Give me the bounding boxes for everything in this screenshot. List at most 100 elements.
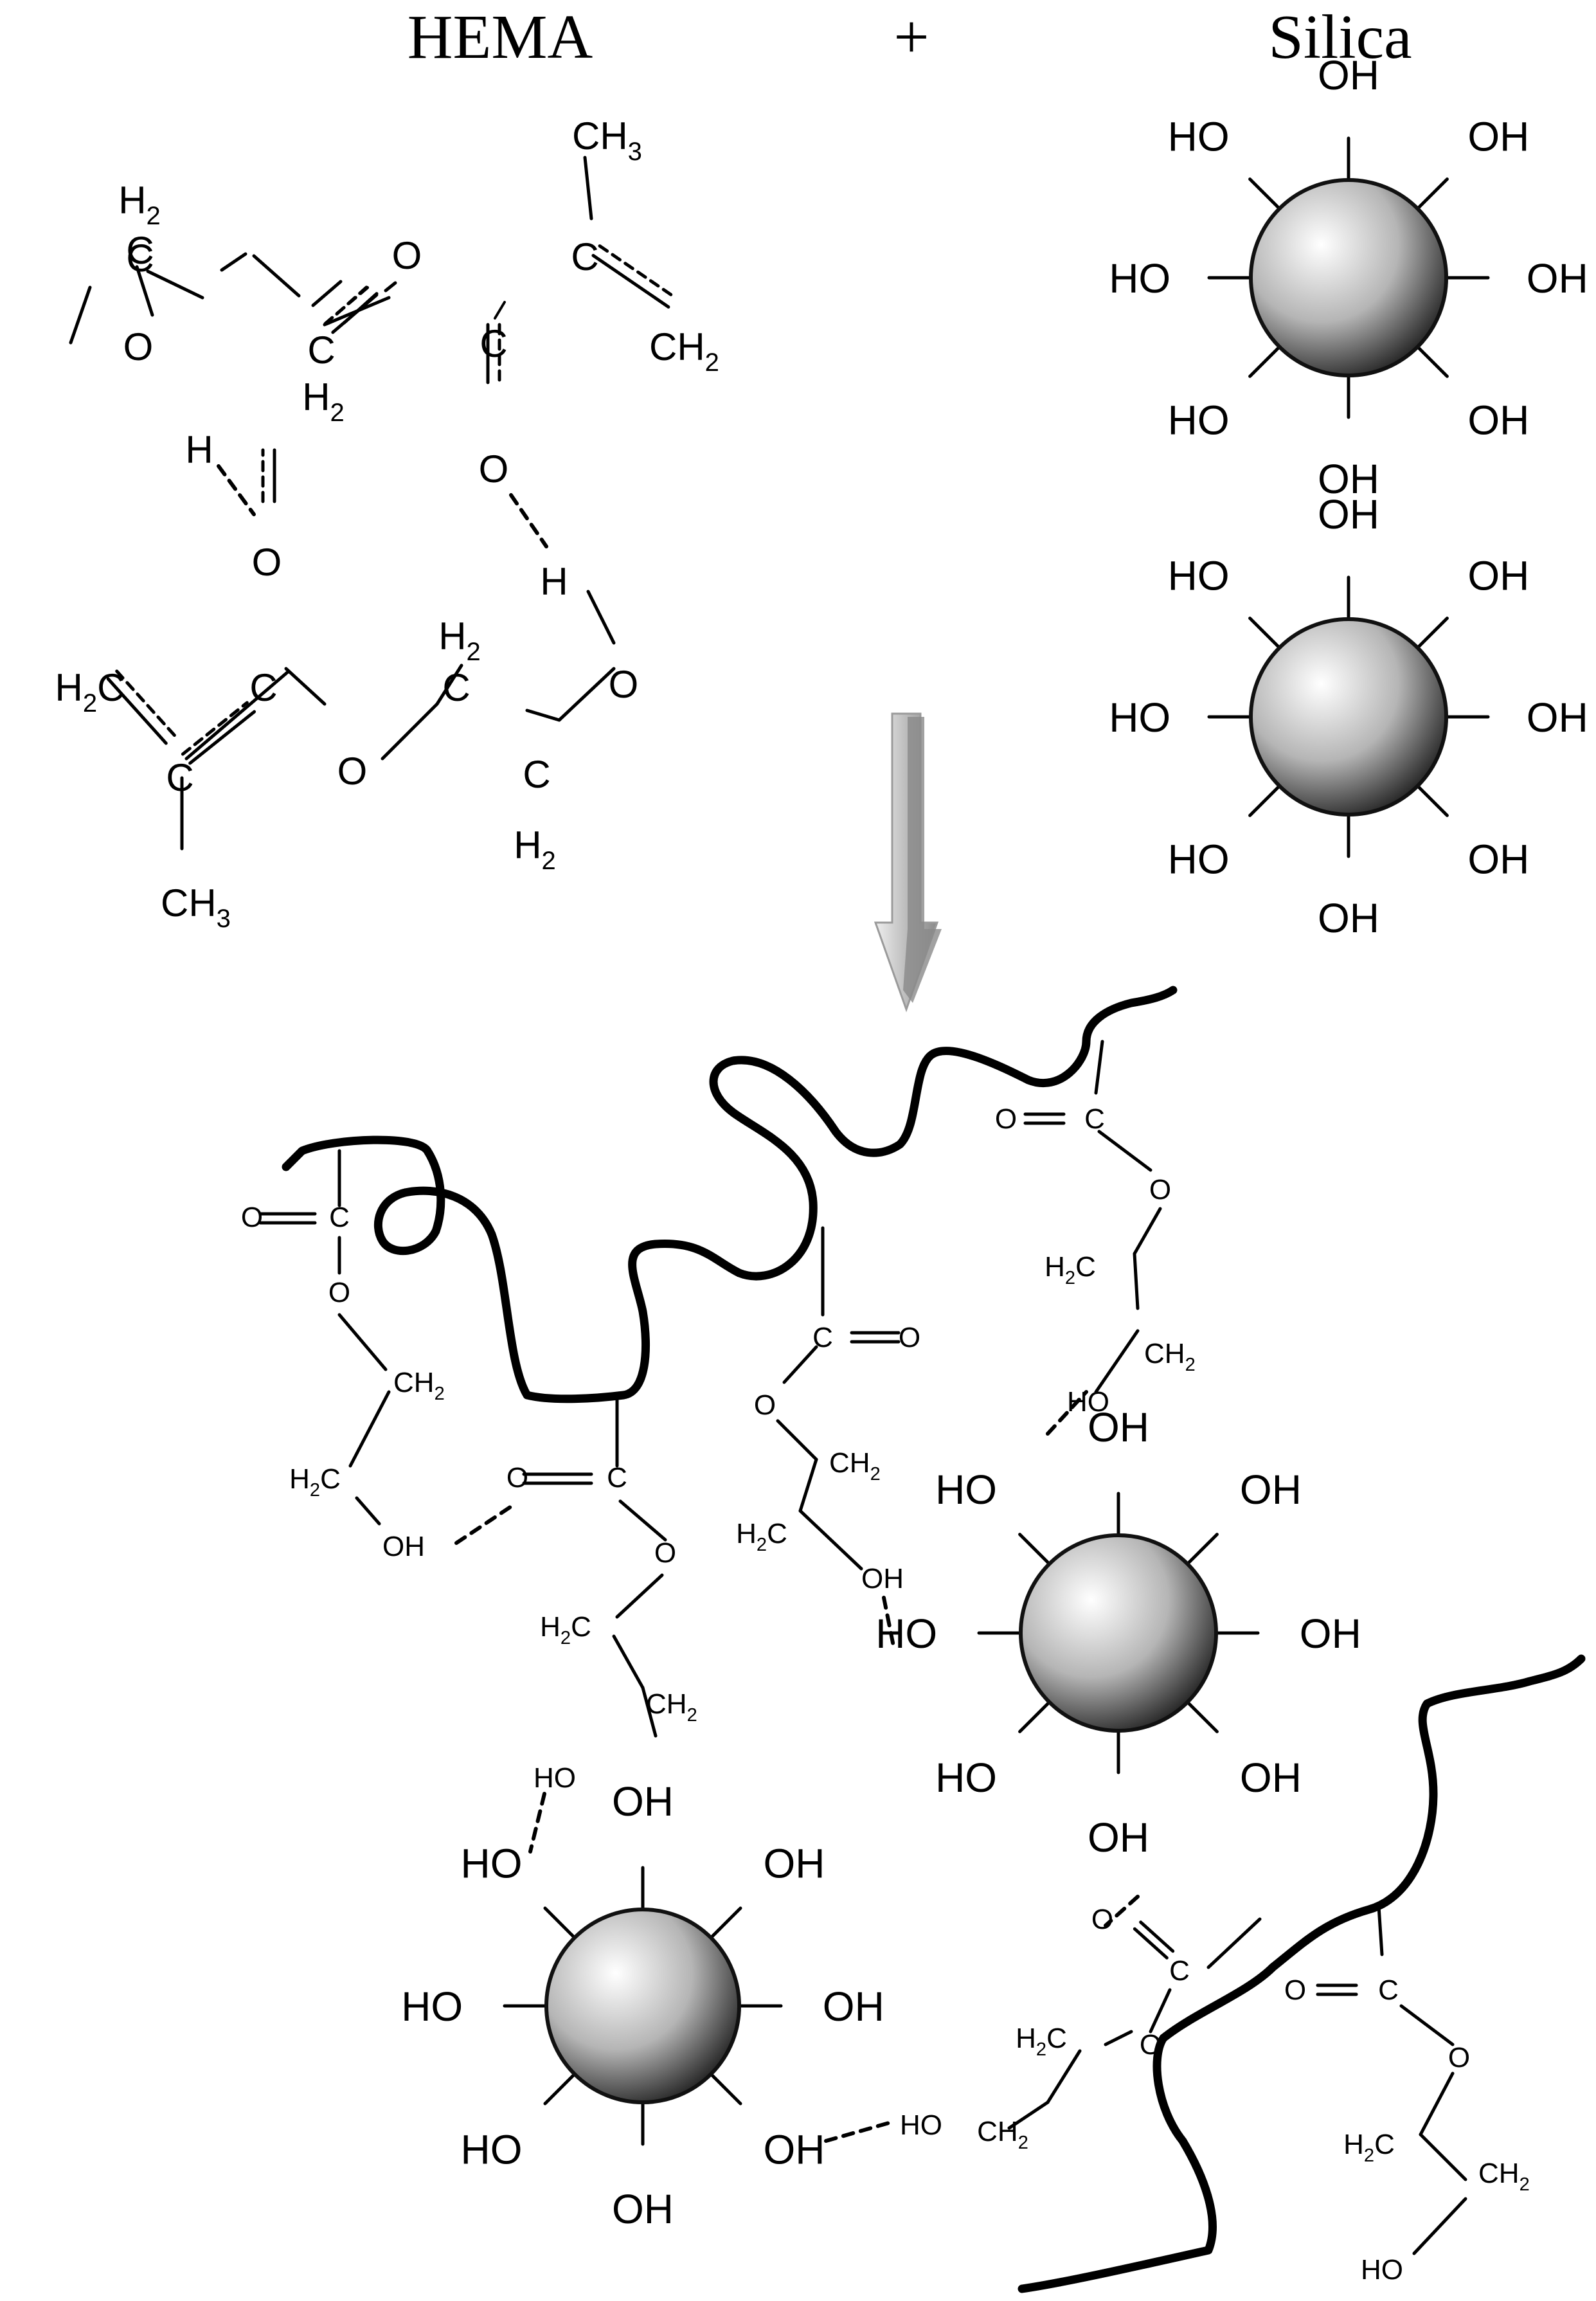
atom-label: O [123, 325, 154, 368]
polymer-chain-layer [282, 986, 1586, 2293]
bond [1206, 1917, 1262, 1969]
atom-label: HO [1067, 1386, 1109, 1418]
silanol-bond [1018, 1533, 1052, 1566]
atom-label: O [754, 1389, 776, 1421]
atom-label: H2C [1343, 2129, 1395, 2166]
silica-particle-layer [544, 178, 1448, 2104]
double-bond [335, 283, 371, 316]
atom-label: H2C [1045, 1251, 1096, 1288]
atom-label: C [249, 666, 277, 709]
bond [525, 708, 561, 722]
bond [1133, 1207, 1162, 1256]
silica-sphere [1249, 617, 1448, 817]
polymer-chain-1 [282, 986, 1178, 1403]
bond [586, 590, 616, 645]
atom-label: H2C [1016, 2023, 1067, 2060]
atom-label: O [899, 1322, 920, 1353]
header: HEMA + Silica [408, 3, 1412, 72]
hydrogen-bond [1104, 1895, 1140, 1927]
atom-label: O [241, 1202, 263, 1233]
bond [146, 269, 204, 300]
atom-label: C [1169, 1955, 1190, 1987]
double-bond [188, 710, 256, 765]
silanol-bond [709, 1906, 742, 1940]
atom-label: C [442, 666, 470, 709]
bond [1133, 1252, 1140, 1310]
bond [1097, 1130, 1152, 1172]
atom-label: H2 [302, 375, 345, 427]
atom-label: C [523, 753, 550, 796]
atom-label: O [337, 750, 368, 793]
silica-title: Silica [1268, 3, 1412, 72]
hydrogen-bond [509, 493, 548, 548]
hydroxyl-label: OH [1467, 397, 1529, 444]
silanol-bond [543, 2072, 577, 2106]
bond [1094, 1040, 1104, 1095]
atom-label: C [126, 229, 154, 272]
atom-label: CH2 [1478, 2158, 1530, 2195]
bond [618, 1499, 667, 1542]
atom-label: O [654, 1537, 676, 1569]
atom-label: O [392, 234, 422, 277]
bond [1419, 2133, 1467, 2181]
atom-label: O [1284, 1974, 1306, 2006]
silanol-bond [1018, 1700, 1052, 1733]
atom-label: H2C [540, 1611, 591, 1648]
silanol-bond [1415, 617, 1449, 650]
atom-label: O [328, 1277, 350, 1308]
bond [435, 663, 463, 706]
atom-label: C [1378, 1974, 1399, 2006]
bond [381, 702, 439, 761]
double-bond [598, 244, 677, 300]
atom-label: HO [900, 2109, 942, 2141]
atom-label: CH2 [977, 2116, 1028, 2153]
bond [782, 1345, 818, 1384]
bond [1149, 1988, 1172, 2034]
bond [184, 670, 290, 761]
bond [1412, 2197, 1467, 2255]
bond [284, 667, 327, 706]
atom-label: CH2 [829, 1447, 881, 1484]
hydroxyl-label: HO [1168, 113, 1230, 159]
bond [1104, 2030, 1133, 2046]
hydroxyl-label: HO [1168, 552, 1230, 599]
hema-title: HEMA [408, 3, 593, 72]
atom-label: H2C [289, 1463, 341, 1501]
silanol-bond [1415, 784, 1449, 817]
atom-label: O [609, 663, 639, 706]
arrow-shadow [903, 717, 942, 1003]
double-bond [115, 669, 177, 737]
atom-label: H [540, 560, 568, 603]
bond [1399, 2004, 1455, 2046]
hydroxyl-label: HO [1168, 397, 1230, 444]
atom-label: H2C [736, 1518, 787, 1555]
atom-label: CH2 [1144, 1338, 1196, 1375]
atom-label: H [185, 428, 213, 471]
bond [135, 265, 154, 317]
bond [337, 1313, 388, 1371]
atom-label: H2 [514, 824, 556, 875]
bond [252, 254, 301, 298]
bond [798, 1509, 863, 1571]
silanol-bond [1248, 617, 1282, 650]
hydrogen-bond [882, 1596, 895, 1648]
hydroxyl-label: OH [764, 2127, 825, 2173]
silanol-bond [1248, 345, 1282, 378]
carbon-label: C [126, 237, 154, 280]
hydroxyl-label: OH [1240, 1466, 1302, 1513]
bond [1046, 2049, 1082, 2104]
hydroxyl-label: OH [1467, 836, 1529, 883]
silica-sphere [1249, 178, 1448, 377]
bond [1094, 1329, 1140, 1394]
bond [348, 1390, 391, 1468]
hydrogen-bond [217, 464, 256, 516]
reaction-arrow [874, 712, 942, 1013]
silanol-bond [1248, 177, 1282, 211]
double-bond [343, 292, 379, 325]
atom-label: O [995, 1103, 1017, 1135]
double-bond [1139, 1920, 1175, 1953]
atom-label: H2 [438, 615, 481, 666]
hydroxyl-label: OH [1318, 52, 1379, 98]
atom-label: C [1084, 1103, 1105, 1135]
